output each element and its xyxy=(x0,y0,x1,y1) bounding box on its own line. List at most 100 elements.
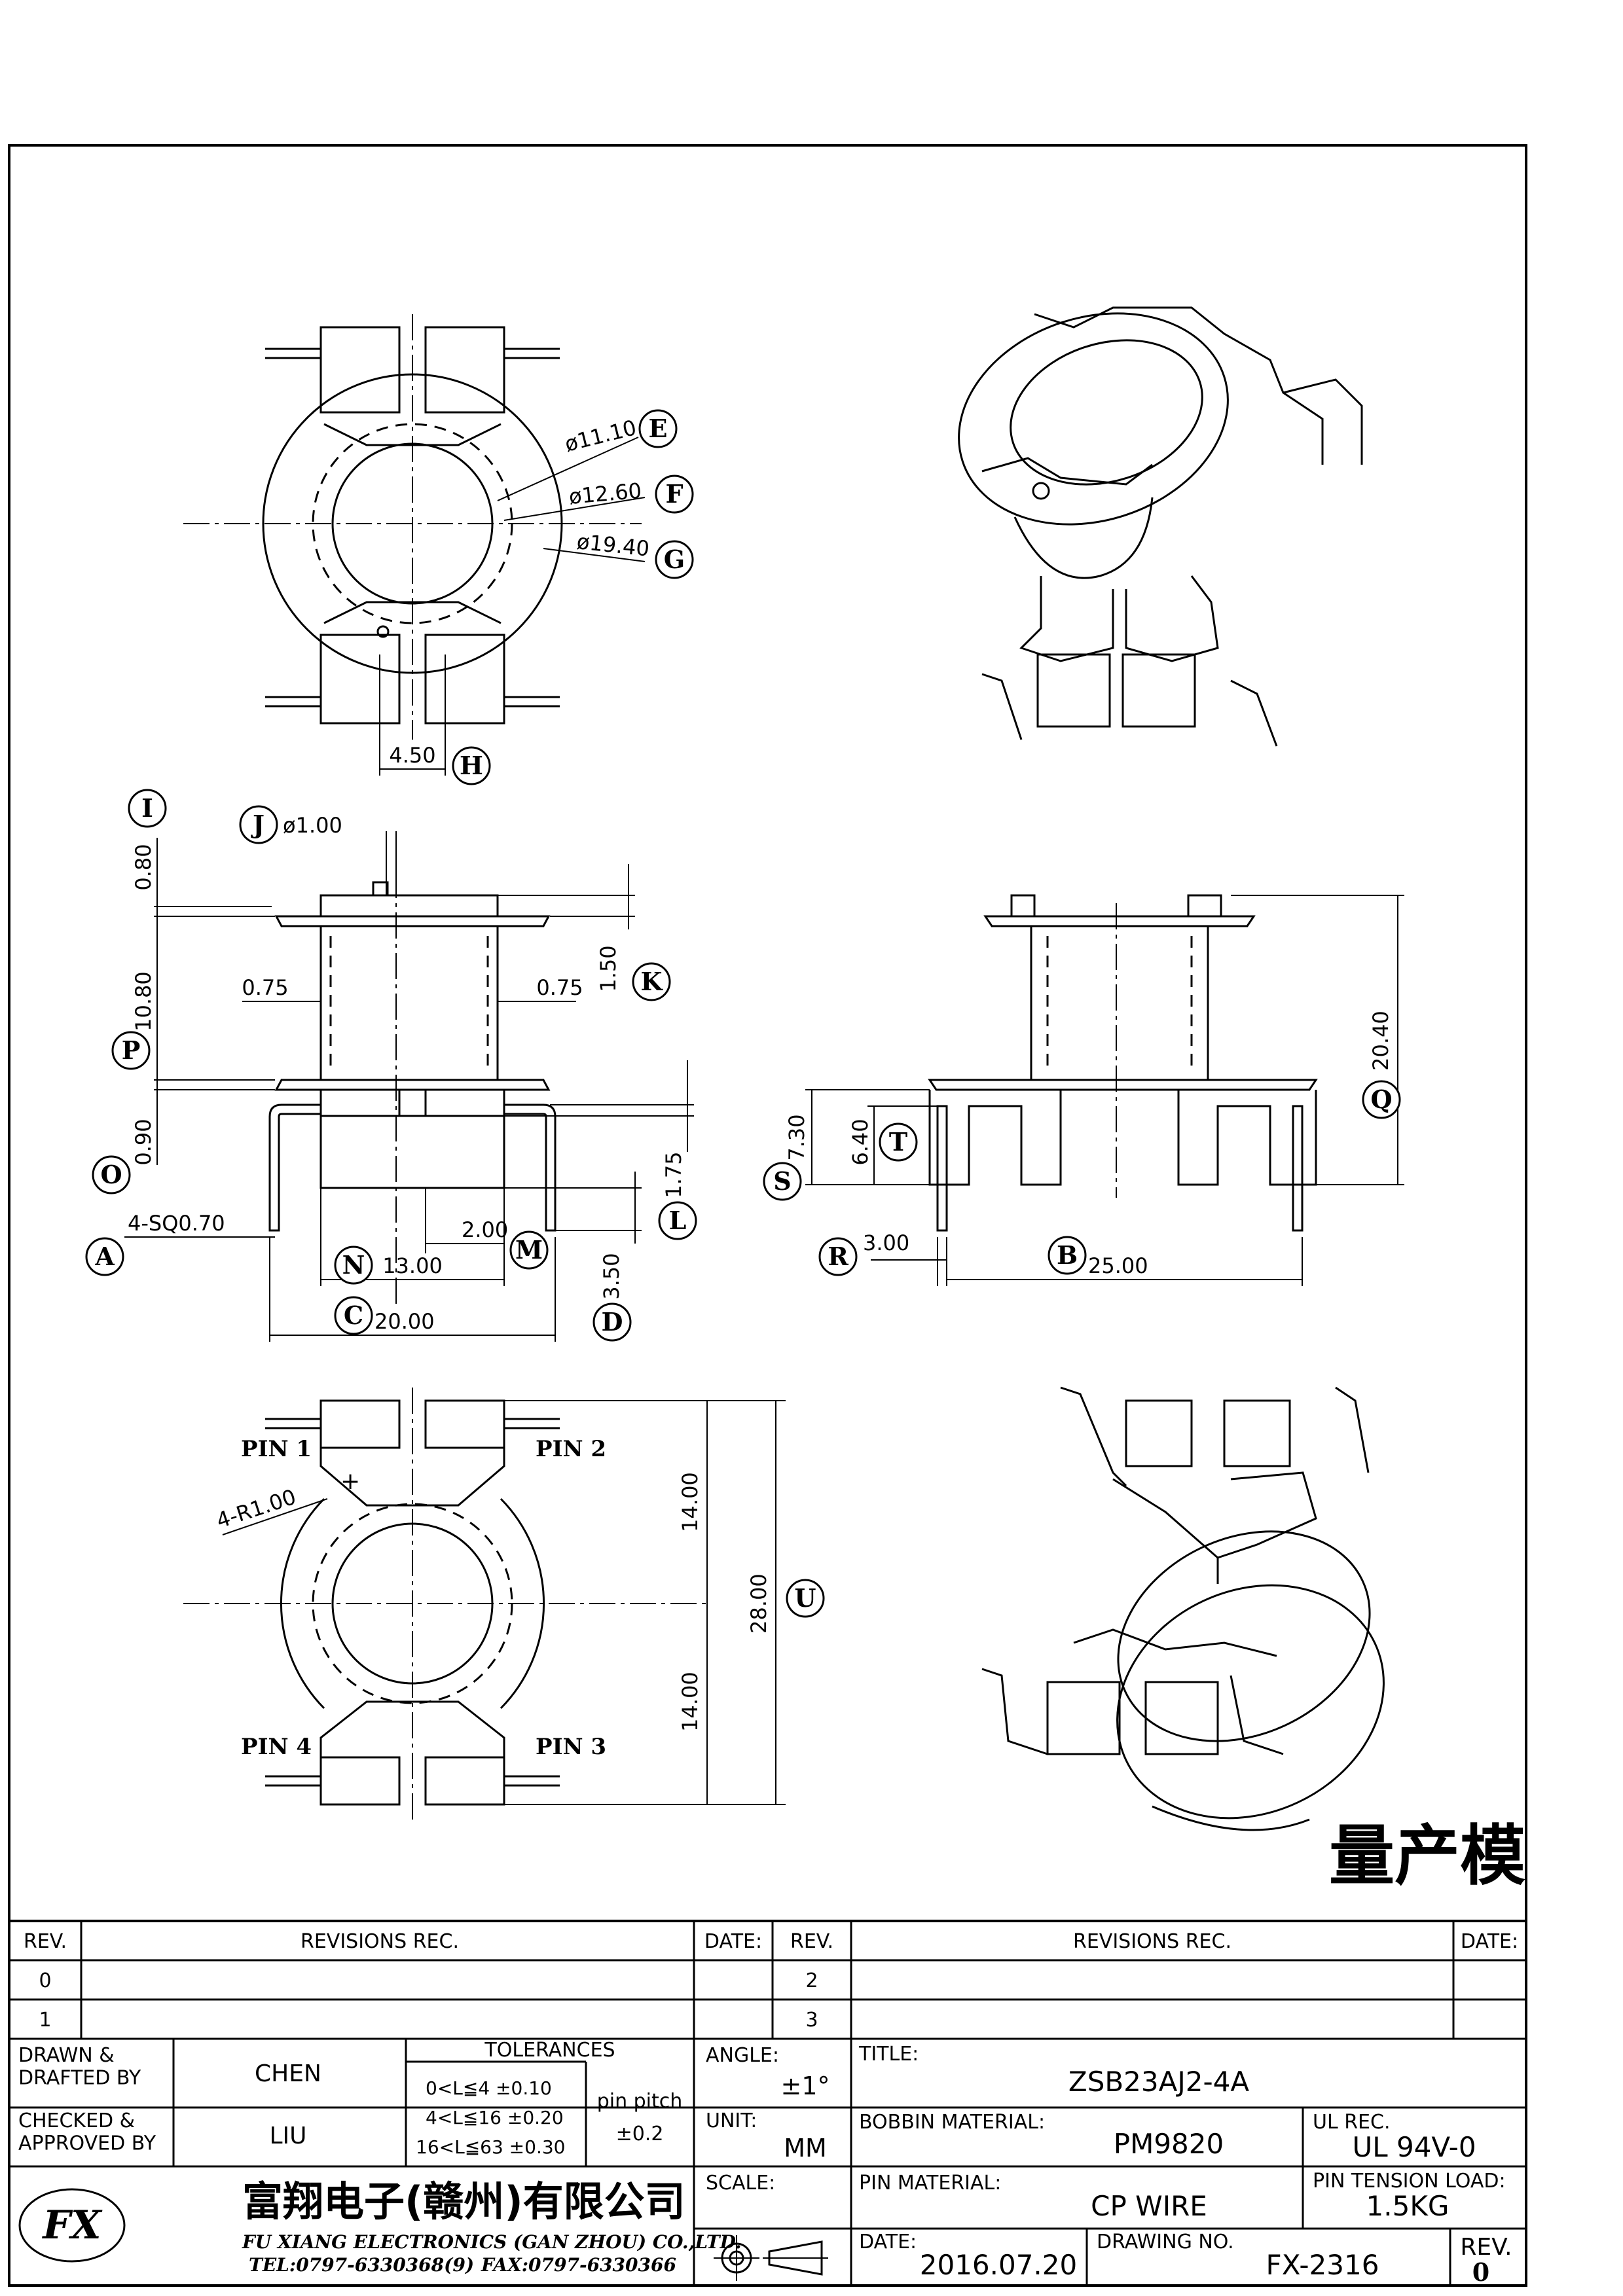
bubble-i xyxy=(128,789,167,828)
date-value: 2016.07.20 xyxy=(920,2249,1077,2281)
front-view xyxy=(124,831,694,1342)
revisions-header-left: REVISIONS REC. xyxy=(301,1930,459,1953)
drawing-no-value: FX-2316 xyxy=(1266,2249,1379,2281)
pin-pitch-value: ±0.2 xyxy=(616,2123,664,2145)
bubble-b xyxy=(1048,1236,1087,1275)
dim-t-text: 6.40 xyxy=(848,1119,873,1165)
ul-rec-label: UL REC. xyxy=(1313,2111,1391,2134)
bobbin-material-value: PM9820 xyxy=(1114,2128,1224,2160)
tolerance-row-2: 4<L≦16 ±0.20 xyxy=(426,2107,564,2128)
rev-header-right: REV. xyxy=(790,1930,833,1953)
bubble-l-label: L xyxy=(669,1206,687,1235)
unit-value: MM xyxy=(784,2134,827,2162)
revisions-header-right: REVISIONS REC. xyxy=(1073,1930,1231,1953)
bubble-q-label: Q xyxy=(1370,1085,1392,1114)
tolerance-row-1: 0<L≦4 ±0.10 xyxy=(426,2077,552,2099)
rev-row-1: 1 xyxy=(39,2009,51,2032)
date-label: DATE: xyxy=(859,2231,917,2253)
rev-row-2: 2 xyxy=(805,1969,818,1992)
wall-left-text: 0.75 xyxy=(242,975,288,1000)
bubble-t-label: T xyxy=(889,1127,907,1157)
checked-label: CHECKED &APPROVED BY xyxy=(18,2109,156,2155)
date-header-right: DATE: xyxy=(1461,1930,1518,1953)
rev-label: REV. xyxy=(1460,2234,1512,2261)
bubble-r xyxy=(818,1237,858,1276)
tolerance-row-3: 16<L≦63 ±0.30 xyxy=(416,2136,565,2158)
unit-label: UNIT: xyxy=(706,2109,757,2132)
radius-text: 4-R1.00 xyxy=(213,1484,299,1534)
dim-a-text: 4-SQ0.70 xyxy=(128,1211,225,1236)
pin1-marker: + xyxy=(340,1468,360,1495)
bubble-n xyxy=(334,1246,373,1285)
bubble-h-label: H xyxy=(460,751,483,780)
bubble-u xyxy=(786,1579,825,1618)
bubble-s xyxy=(763,1162,802,1201)
dim-o-text: 0.90 xyxy=(131,1119,156,1165)
wall-right-text: 0.75 xyxy=(536,975,583,1000)
pin-material-label: PIN MATERIAL: xyxy=(859,2172,1001,2195)
bubble-g xyxy=(655,540,694,579)
dim-d-text: 3.50 xyxy=(599,1253,624,1299)
dim-g-text: ø19.40 xyxy=(575,529,651,561)
dim-e-text: ø11.10 xyxy=(562,415,639,457)
dim-q-text: 20.40 xyxy=(1368,1011,1393,1071)
bubble-c xyxy=(334,1296,373,1335)
company-fax: FAX:0797-6330366 xyxy=(481,2254,676,2276)
dim-b-text: 25.00 xyxy=(1088,1253,1148,1278)
bubble-f xyxy=(655,475,694,514)
title-value: ZSB23AJ2-4A xyxy=(1068,2066,1249,2098)
dim-j-text: ø1.00 xyxy=(283,813,342,838)
bubble-c-label: C xyxy=(344,1300,363,1330)
tolerances-header: TOLERANCES xyxy=(484,2039,615,2062)
drawing-border xyxy=(8,144,1527,2287)
isometric-view-bottom xyxy=(981,1386,1385,1831)
bubble-m-label: M xyxy=(515,1235,543,1265)
rev-header-left: REV. xyxy=(24,1930,67,1953)
pin-4-label: PIN 4 xyxy=(241,1734,312,1760)
bubble-s-label: S xyxy=(773,1166,791,1196)
bubble-n-label: N xyxy=(342,1250,365,1280)
checked-value: LIU xyxy=(269,2123,306,2149)
company-logo xyxy=(18,2188,126,2263)
bottom-view xyxy=(183,1388,786,1820)
scale-label: SCALE: xyxy=(706,2172,775,2195)
dim-14-top-text: 14.00 xyxy=(678,1472,702,1532)
drawing-no-label: DRAWING NO. xyxy=(1097,2231,1234,2253)
bubble-p xyxy=(111,1031,151,1070)
dim-14-bottom-text: 14.00 xyxy=(678,1672,702,1732)
dim-i-text: 0.80 xyxy=(131,844,156,890)
bubble-t xyxy=(879,1122,918,1162)
bubble-e xyxy=(638,409,678,448)
company-name-cn: 富翔电子(赣州)有限公司 xyxy=(242,2178,685,2225)
angle-value: ±1° xyxy=(780,2072,830,2100)
dim-h-text: 4.50 xyxy=(389,743,435,768)
rev-value: 0 xyxy=(1472,2257,1489,2287)
bubble-p-label: P xyxy=(122,1035,141,1065)
bubble-j-label: J xyxy=(251,810,264,839)
drawn-value: CHEN xyxy=(255,2060,321,2087)
date-header-left: DATE: xyxy=(704,1930,762,1953)
bubble-d xyxy=(593,1302,632,1342)
dim-p-text: 10.80 xyxy=(131,971,156,1031)
pin-material-value: CP WIRE xyxy=(1091,2190,1207,2222)
pin-1-label: PIN 1 xyxy=(241,1436,312,1462)
rev-row-0: 0 xyxy=(39,1969,51,1992)
bubble-f-label: F xyxy=(666,479,684,509)
pin-pitch-label: pin pitch xyxy=(597,2090,683,2113)
dim-u-text: 28.00 xyxy=(746,1573,771,1634)
production-stamp: 量产模 xyxy=(1329,1818,1525,1894)
bubble-o-label: O xyxy=(100,1160,122,1189)
company-tel: TEL:0797-6330368(9) xyxy=(249,2254,474,2276)
bubble-k xyxy=(632,962,671,1001)
bubble-u-label: U xyxy=(794,1583,816,1613)
bobbin-material-label: BOBBIN MATERIAL: xyxy=(859,2111,1045,2134)
pin-tension-label: PIN TENSION LOAD: xyxy=(1313,2170,1506,2193)
dim-f-text: ø12.60 xyxy=(568,478,642,509)
dim-r-text: 3.00 xyxy=(863,1230,909,1255)
bubble-r-label: R xyxy=(828,1242,848,1271)
dim-c-text: 20.00 xyxy=(374,1309,435,1334)
bubble-e-label: E xyxy=(649,414,668,443)
bubble-d-label: D xyxy=(602,1307,623,1336)
dim-m-text: 2.00 xyxy=(462,1217,508,1242)
